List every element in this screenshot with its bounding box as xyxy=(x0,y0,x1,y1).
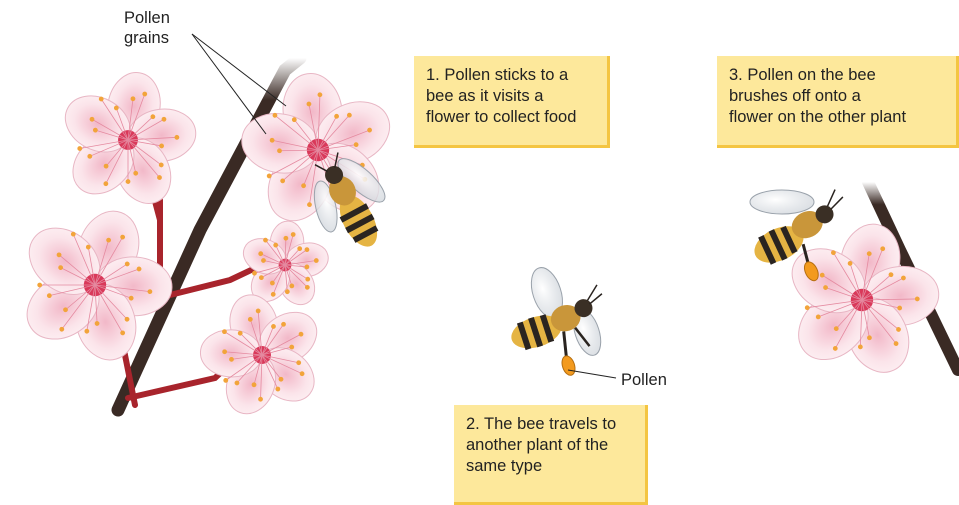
bee-wing xyxy=(750,190,814,214)
step-3-callout: 3. Pollen on the bee brushes off onto a … xyxy=(717,56,959,148)
step-1-line: flower to collect food xyxy=(426,107,595,128)
step-3-line: brushes off onto a xyxy=(729,86,944,107)
pollen-grains-label-line: Pollen xyxy=(124,8,170,28)
step-1-callout: 1. Pollen sticks to a bee as it visits a… xyxy=(414,56,610,148)
blossom xyxy=(44,60,212,222)
pollen-label-text: Pollen xyxy=(621,370,667,390)
step-2-line: same type xyxy=(466,456,633,477)
step-2-line: another plant of the xyxy=(466,435,633,456)
pollen-grains-label-line: grains xyxy=(124,28,170,48)
step-3-line: 3. Pollen on the bee xyxy=(729,65,944,86)
pollen-grains-label: Pollen grains xyxy=(124,8,170,48)
pollen-sac xyxy=(560,354,578,377)
step-1-line: bee as it visits a xyxy=(426,86,595,107)
pollen-pointer xyxy=(568,370,616,378)
step-2-line: 2. The bee travels to xyxy=(466,414,633,435)
blossom xyxy=(182,278,342,433)
step-2-callout: 2. The bee travels to another plant of t… xyxy=(454,405,648,505)
step-1-line: 1. Pollen sticks to a xyxy=(426,65,595,86)
pollen-label: Pollen xyxy=(621,370,667,390)
blossom xyxy=(0,184,199,387)
step-3-line: flower on the other plant xyxy=(729,107,944,128)
bee-flying xyxy=(493,252,623,389)
bee-leg xyxy=(558,331,572,359)
